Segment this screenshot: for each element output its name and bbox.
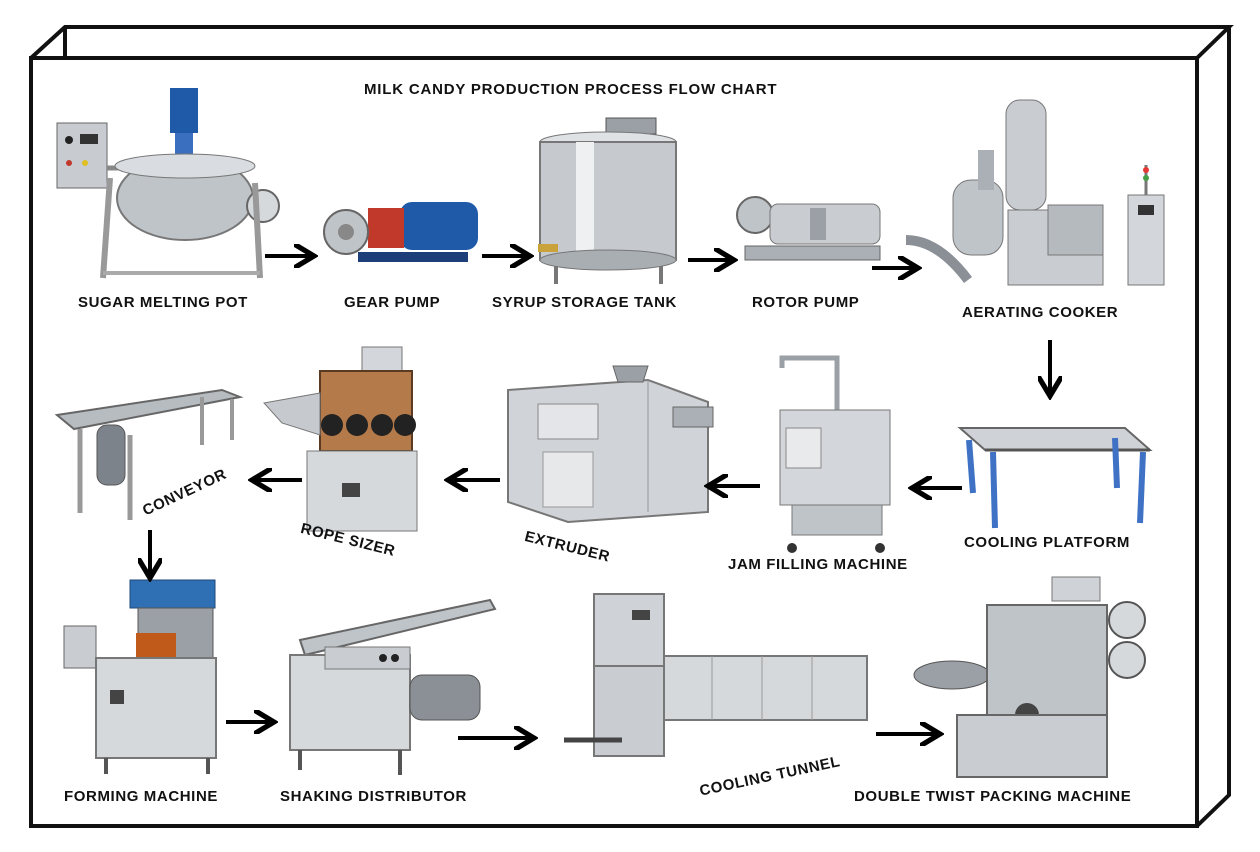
label-gear-pump: GEAR PUMP [344,294,441,311]
chart-title: MILK CANDY PRODUCTION PROCESS FLOW CHART [364,81,778,98]
rotor-pump-image [736,196,881,261]
extruder-image [507,365,714,524]
jam-filling-machine-image [779,355,891,553]
label-aerating-cooker: AERATING COOKER [962,304,1119,321]
conveyor-image [54,388,244,520]
label-cooling-platform: COOLING PLATFORM [964,534,1130,551]
rope-sizer-image [263,346,418,532]
forming-machine-image [63,579,217,774]
gear-pump-image [323,202,478,262]
label-syrup-storage-tank: SYRUP STORAGE TANK [492,294,677,311]
cooling-platform-image [957,427,1153,529]
double-twist-packing-machine-image [913,576,1146,778]
label-double-twist-packing-machine: DOUBLE TWIST PACKING MACHINE [854,788,1132,805]
label-rotor-pump: ROTOR PUMP [752,294,860,311]
label-sugar-melting-pot: SUGAR MELTING POT [78,294,248,311]
label-shaking-distributor: SHAKING DISTRIBUTOR [280,788,467,805]
aerating-cooker-image [905,99,1165,286]
label-forming-machine: FORMING MACHINE [64,788,218,805]
label-jam-filling-machine: JAM FILLING MACHINE [728,556,908,573]
syrup-storage-tank-image [538,117,677,284]
shaking-distributor-image [289,598,497,775]
sugar-melting-pot-image [56,88,280,279]
cooling-tunnel-image [564,593,868,757]
